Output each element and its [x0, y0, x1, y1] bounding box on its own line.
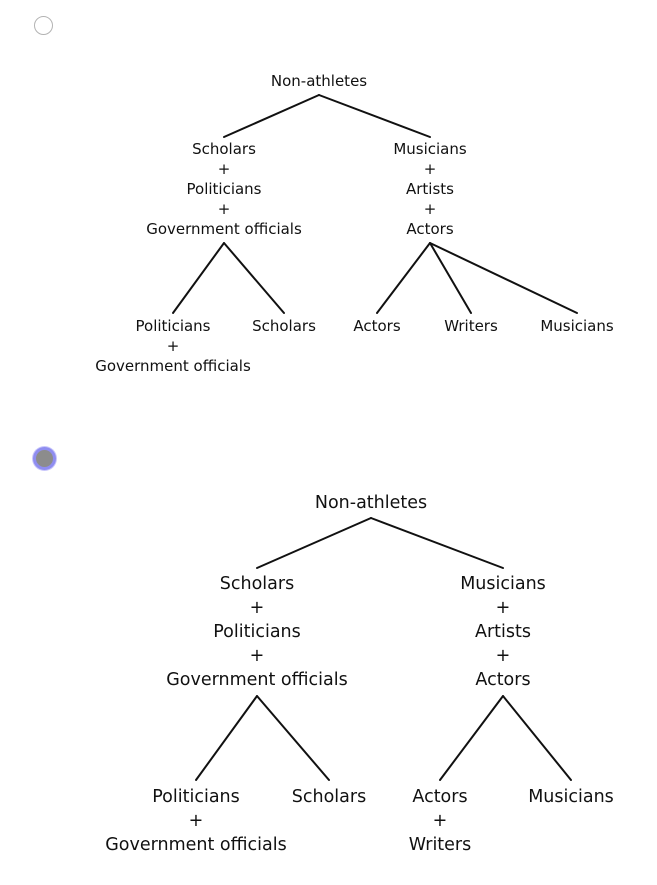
right-group-line-4: + — [496, 646, 511, 666]
left-group-line-2: + — [218, 160, 231, 178]
left-leaf-1-line-2: + — [189, 811, 204, 831]
right-leaf-3-line-1: Musicians — [540, 317, 614, 335]
right-leaf-2-line-1: Writers — [444, 317, 498, 335]
right-leaf-1-line-1: Actors — [412, 787, 467, 807]
right-group-line-2: + — [424, 160, 437, 178]
left-leaf-1-line-2: + — [167, 337, 180, 355]
edge-left-leaf2 — [223, 242, 285, 314]
right-leaf-1-line-1: Actors — [353, 317, 400, 335]
left-group-line-4: + — [250, 646, 265, 666]
left-group-line-1: Scholars — [192, 140, 256, 158]
left-leaf-2-line-1: Scholars — [252, 317, 316, 335]
left-group-line-2: + — [250, 598, 265, 618]
right-group-line-4: + — [424, 200, 437, 218]
right-group-line-1: Musicians — [393, 140, 467, 158]
left-group-line-3: Politicians — [213, 622, 301, 642]
right-group-line-5: Actors — [406, 220, 453, 238]
root-node-label: Non-athletes — [315, 493, 427, 513]
left-leaf-1-line-3: Government officials — [105, 835, 287, 855]
edge-root-right — [370, 517, 504, 569]
left-group-line-5: Government officials — [166, 670, 348, 690]
edge-left-leaf1 — [172, 242, 225, 314]
right-leaf-1-line-3: Writers — [409, 835, 472, 855]
edge-left-leaf2 — [256, 695, 330, 781]
left-group-line-5: Government officials — [146, 220, 302, 238]
edge-right-leaf2 — [502, 695, 572, 781]
right-group-line-3: Artists — [475, 622, 531, 642]
right-group-line-2: + — [496, 598, 511, 618]
left-leaf-1-line-3: Government officials — [95, 357, 251, 375]
edge-right-leaf1 — [439, 695, 504, 781]
edge-right-leaf3 — [429, 242, 578, 314]
edge-right-leaf1 — [376, 242, 431, 314]
left-group-line-4: + — [218, 200, 231, 218]
left-group-line-1: Scholars — [220, 574, 294, 594]
edge-root-left — [256, 517, 372, 569]
right-group-line-1: Musicians — [460, 574, 546, 594]
answer-option-1-radio[interactable] — [34, 16, 53, 35]
edge-right-leaf2 — [429, 242, 472, 314]
right-group-line-5: Actors — [475, 670, 530, 690]
left-leaf-2-line-1: Scholars — [292, 787, 366, 807]
right-leaf-1-line-2: + — [433, 811, 448, 831]
answer-option-2-radio[interactable] — [33, 447, 56, 470]
left-group-line-3: Politicians — [187, 180, 262, 198]
left-leaf-1-line-1: Politicians — [136, 317, 211, 335]
edge-root-right — [318, 94, 431, 138]
edge-left-leaf1 — [195, 695, 258, 781]
edge-root-left — [223, 94, 320, 138]
right-group-line-3: Artists — [406, 180, 454, 198]
right-leaf-2-line-1: Musicians — [528, 787, 614, 807]
root-node-label: Non-athletes — [271, 72, 367, 90]
left-leaf-1-line-1: Politicians — [152, 787, 240, 807]
